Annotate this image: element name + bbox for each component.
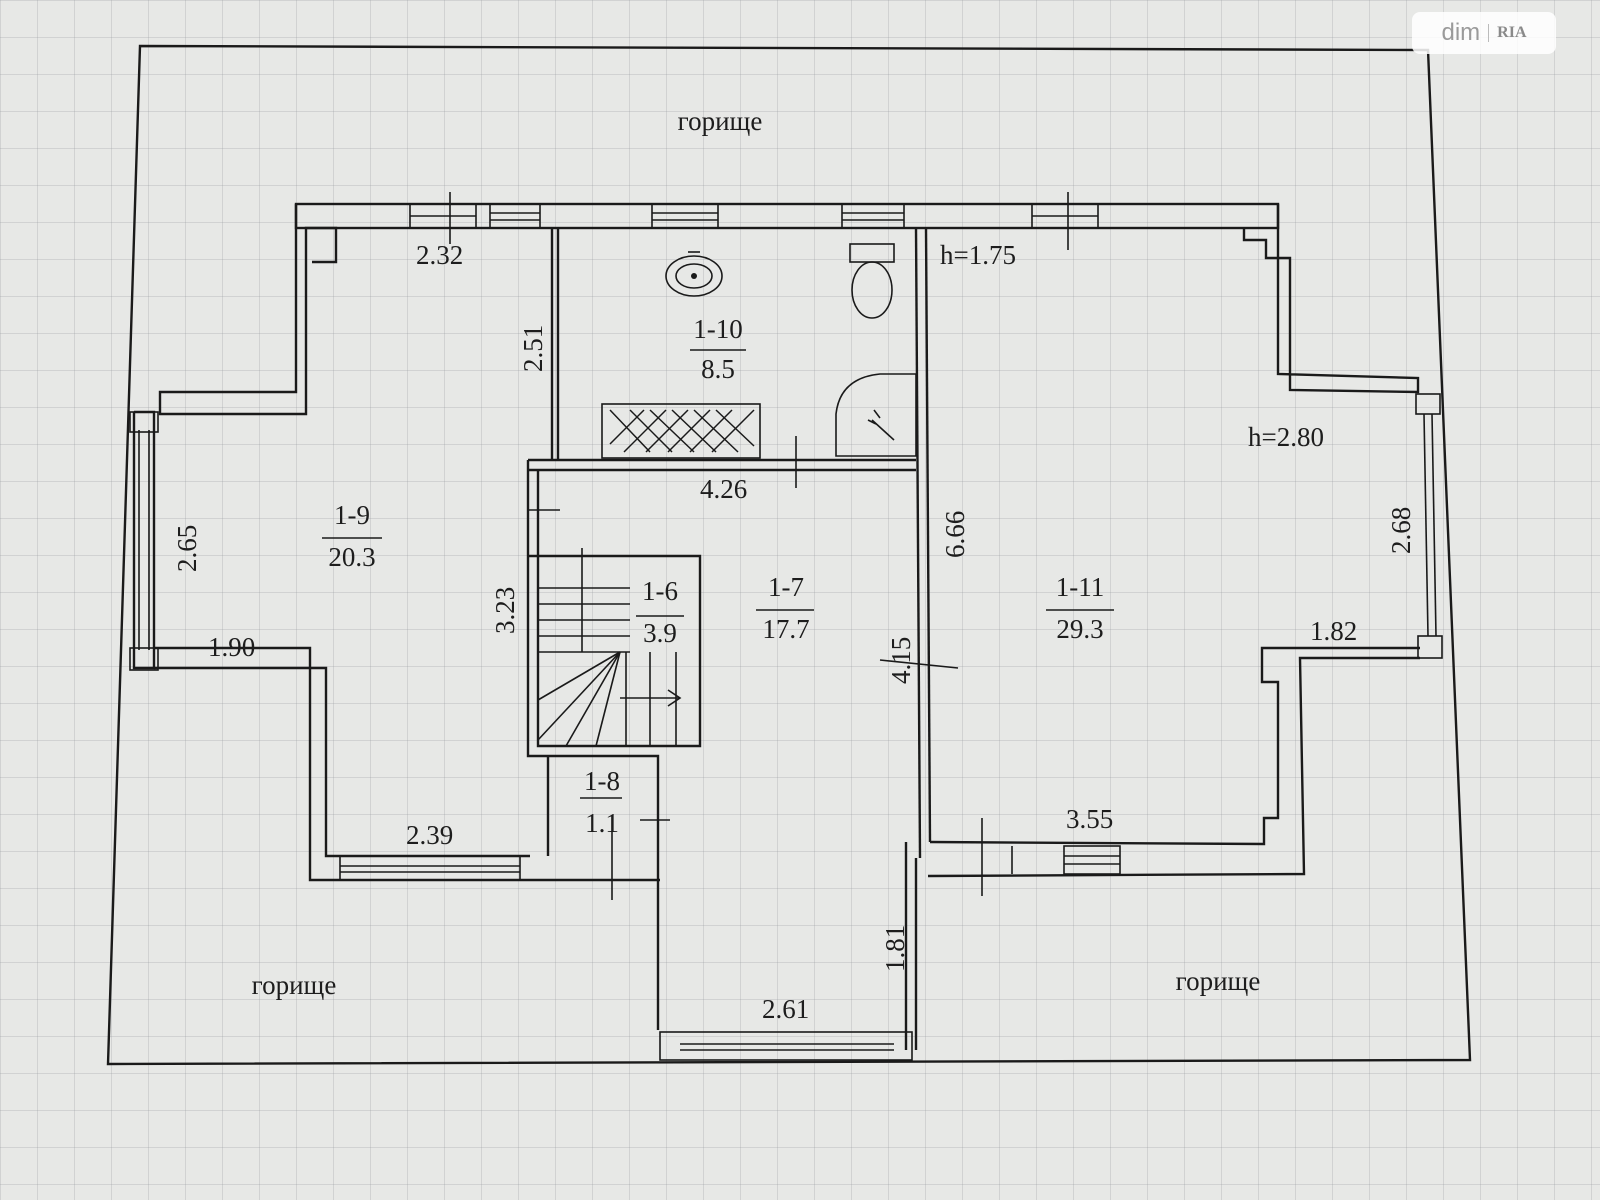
dim-ria-watermark: dim RIA: [1412, 12, 1556, 54]
dim-3.55: 3.55: [1066, 804, 1113, 834]
dim-4.15: 4.15: [886, 637, 916, 684]
attic-label-bottom-left: горище: [252, 970, 337, 1000]
room-1-11-area: 29.3: [1056, 614, 1103, 644]
hatched-fixture: [609, 409, 755, 453]
dim-2.51: 2.51: [518, 325, 548, 372]
fraction-lines: [322, 349, 1114, 799]
room-1-9-area: 20.3: [328, 542, 375, 572]
room-1-7-id: 1-7: [768, 572, 804, 602]
bottom-window: [659, 1031, 913, 1061]
dim-2.32: 2.32: [416, 240, 463, 270]
dim-6.66: 6.66: [940, 511, 970, 558]
shower-icon: [835, 373, 917, 457]
dim-2.61: 2.61: [762, 994, 809, 1024]
room-1-8-area: 1.1: [585, 808, 619, 838]
watermark-brand: dim: [1441, 19, 1481, 46]
sink-icon: [665, 251, 723, 297]
room-1-8-id: 1-8: [584, 766, 620, 796]
ria-logo-icon: RIA: [1488, 24, 1527, 42]
toilet-icon: [849, 243, 895, 319]
dim-3.23: 3.23: [490, 587, 520, 634]
room-1-9-id: 1-9: [334, 500, 370, 530]
room-1-6-id: 1-6: [642, 576, 678, 606]
room-1-10-area: 8.5: [701, 354, 735, 384]
bottom-left-window: [339, 855, 521, 881]
height-2.80: h=2.80: [1248, 422, 1324, 452]
dim-1.90: 1.90: [208, 632, 255, 662]
room-1-11-id: 1-11: [1056, 572, 1105, 602]
right-window: [1415, 393, 1443, 659]
dim-2.39: 2.39: [406, 820, 453, 850]
height-1.75: h=1.75: [940, 240, 1016, 270]
dim-1.82: 1.82: [1310, 616, 1357, 646]
dim-4.26: 4.26: [700, 474, 747, 504]
room-1-9-walls: [158, 204, 338, 416]
top-windows: [409, 203, 1099, 229]
bathroom-fixture: [601, 403, 761, 459]
right-bottom-window: [1063, 845, 1121, 875]
dim-2.65: 2.65: [172, 525, 202, 572]
room-1-10-id: 1-10: [693, 314, 743, 344]
room-1-6-area: 3.9: [643, 618, 677, 648]
left-window: [129, 411, 159, 671]
dim-2.68: 2.68: [1386, 507, 1416, 554]
room-1-7-area: 17.7: [762, 614, 809, 644]
attic-label-bottom-right: горище: [1176, 966, 1261, 996]
attic-label-top: горище: [678, 106, 763, 136]
dim-1.81: 1.81: [880, 925, 910, 972]
stairs: [537, 548, 682, 747]
room-1-11-walls: [1242, 204, 1420, 394]
attic-boundary: [106, 44, 1472, 1066]
